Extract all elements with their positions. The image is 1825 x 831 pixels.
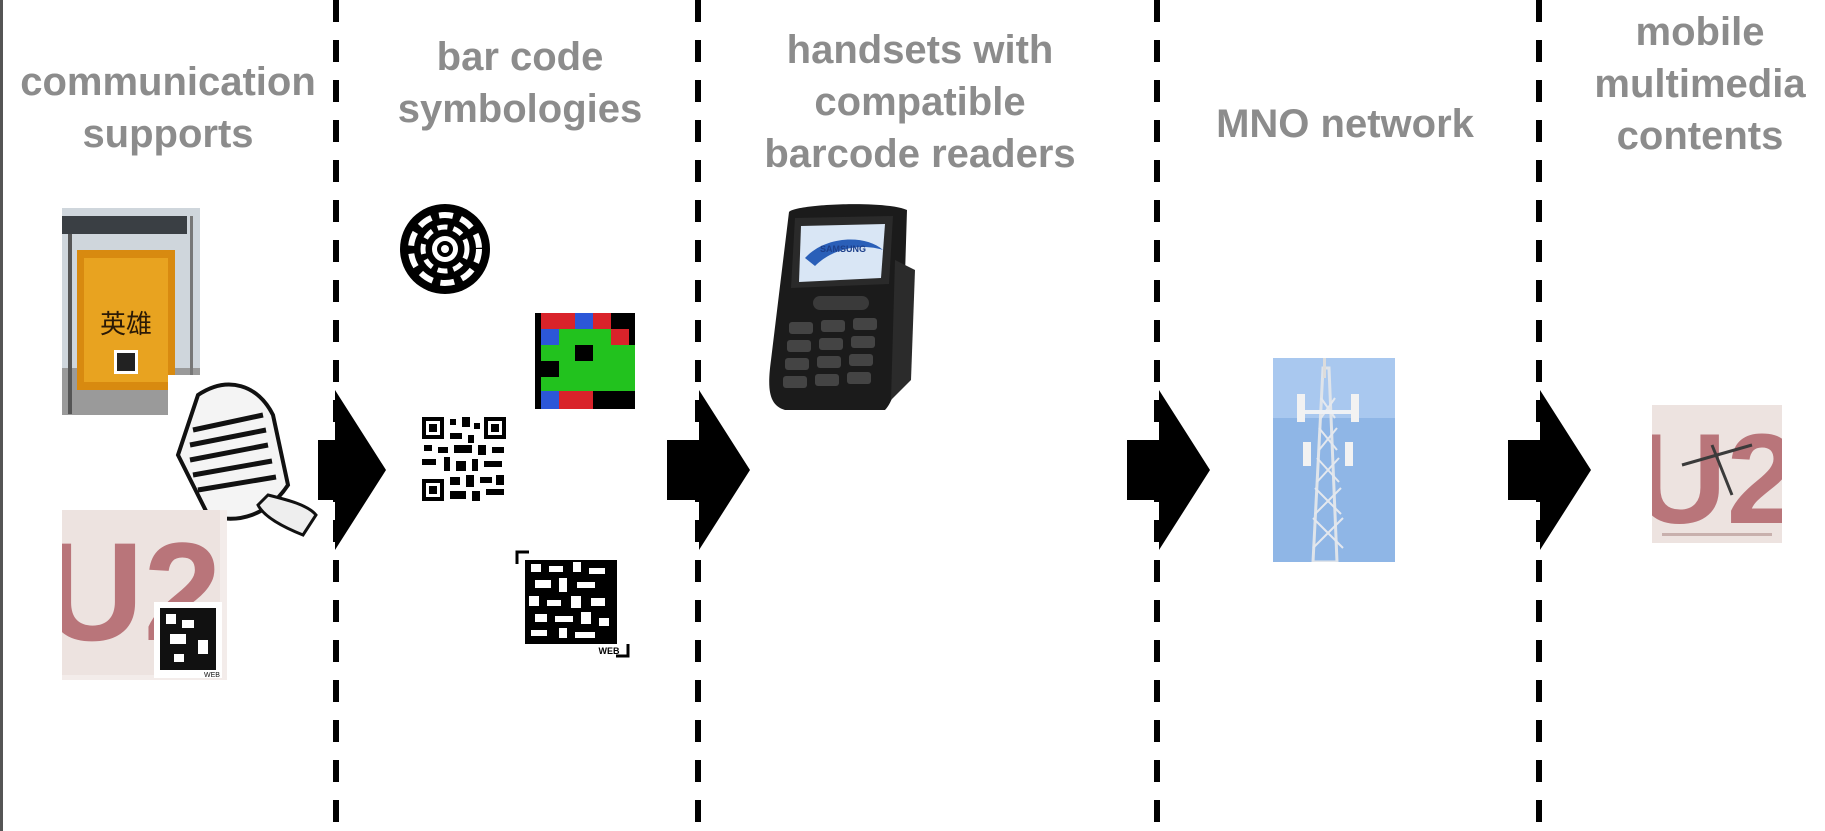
heading-handsets: handsets with compatible barcode readers (764, 28, 1076, 176)
flow-arrow-3 (1127, 390, 1210, 550)
column-divider-3 (1154, 0, 1160, 831)
color-matrix-barcode (535, 313, 635, 409)
album-u2-title: U2 (1652, 408, 1782, 543)
left-border (0, 0, 3, 831)
flow-arrow-4 (1508, 390, 1591, 550)
flow-arrow-2 (667, 390, 750, 550)
shotcode-circular-barcode (400, 204, 490, 294)
heading-bar-code-symbologies: bar code symbologies (397, 35, 643, 131)
column-divider-2 (695, 0, 701, 831)
heading-communication-supports: communication supports (20, 60, 316, 156)
flow-arrow-1 (303, 390, 386, 550)
heading-mno-network: MNO network (1216, 102, 1474, 146)
samsung-phone-image: SAMSUNG (765, 200, 915, 415)
qr-code-barcode (420, 415, 508, 503)
datamatrix-web-tag: WEB (599, 646, 620, 656)
u2-album-cover-image: U2 (1652, 405, 1782, 543)
cell-tower-image (1273, 358, 1395, 562)
column-divider-4 (1536, 0, 1542, 831)
datamatrix-barcode: WEB (515, 550, 630, 658)
magazine-web-tag: WEB (204, 672, 220, 679)
phone-brand-label: SAMSUNG (820, 244, 866, 254)
heading-mobile-contents: mobile multimedia contents (1594, 10, 1806, 158)
poster-title: 英雄 (100, 310, 152, 340)
magazine-with-barcode-image: U2 WEB (62, 510, 227, 680)
